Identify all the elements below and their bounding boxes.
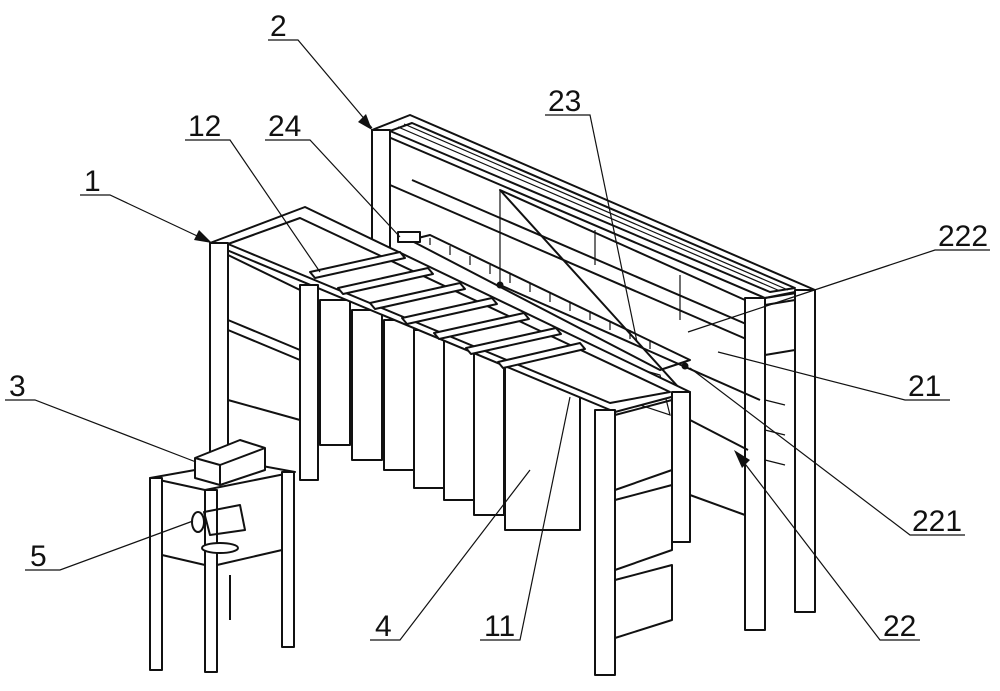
label-21: 21 (908, 370, 941, 403)
label-221: 221 (912, 505, 962, 538)
label-3: 3 (9, 370, 26, 403)
label-23: 23 (548, 85, 581, 118)
label-24: 24 (268, 110, 301, 143)
label-11: 11 (484, 610, 515, 643)
label-5: 5 (30, 540, 47, 573)
label-222: 222 (938, 220, 988, 253)
stand-3 (150, 440, 295, 672)
label-12: 12 (188, 110, 221, 143)
label-2: 2 (270, 10, 287, 43)
label-22: 22 (883, 610, 916, 643)
label-1: 1 (84, 165, 101, 198)
label-4: 4 (375, 610, 392, 643)
